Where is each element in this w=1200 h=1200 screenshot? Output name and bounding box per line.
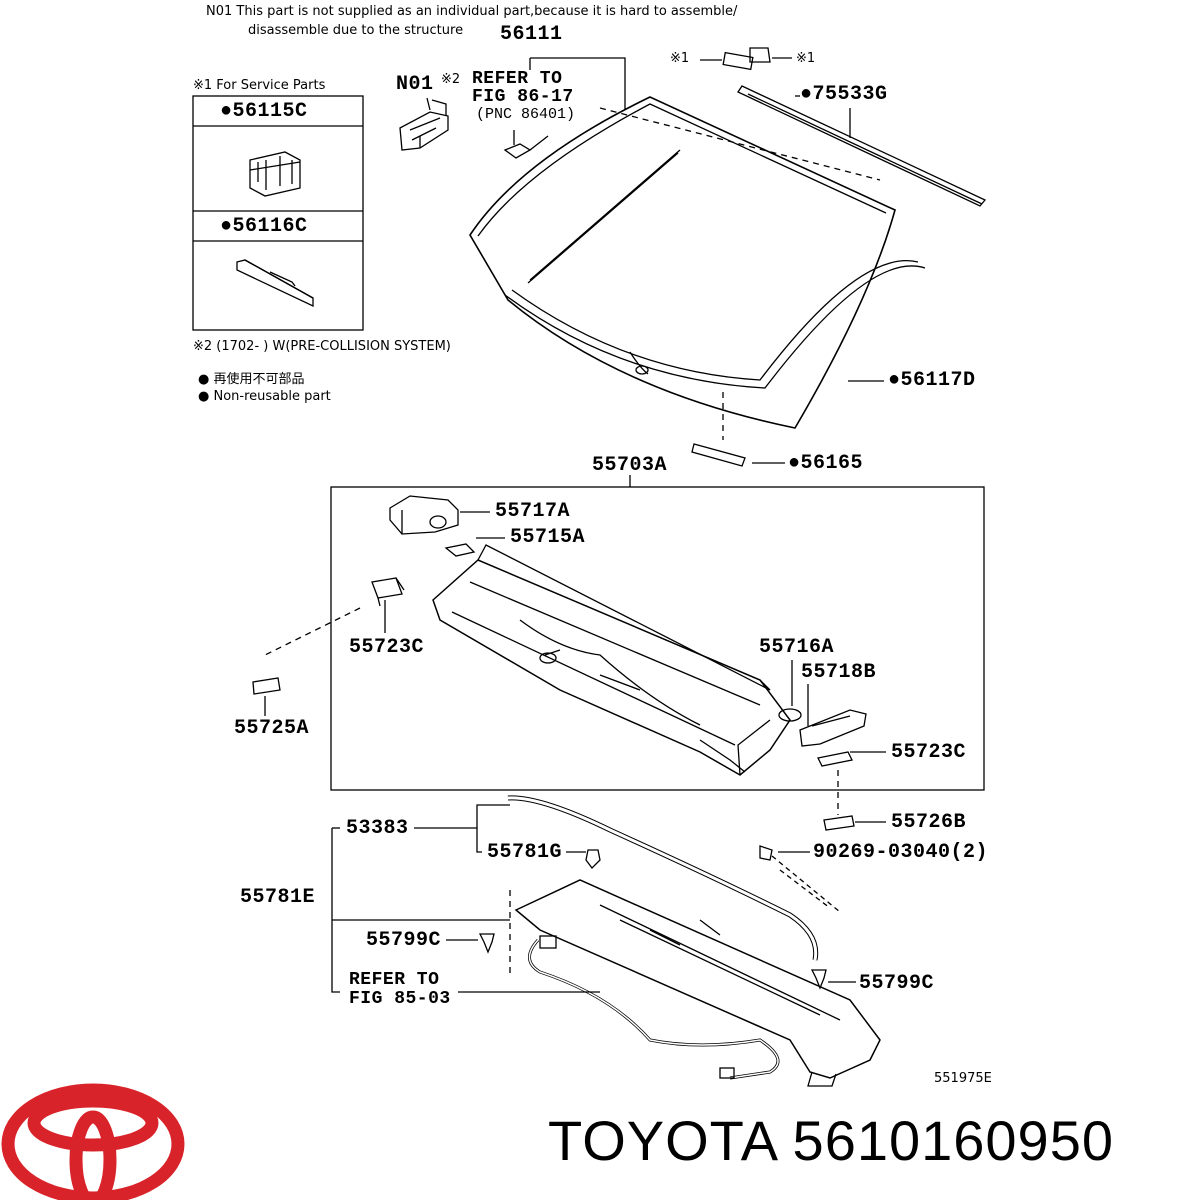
label-90269: 90269-03040(2) [813, 841, 989, 864]
clip-56115c-illustration [249, 151, 301, 197]
label-55781g: 55781G [487, 841, 563, 864]
cowl-lower-panel [514, 879, 881, 1087]
bracket-n01-illustration [399, 99, 449, 151]
molding-75533g [737, 85, 987, 207]
bracket-55718b [799, 709, 867, 747]
wiper-link-harness [528, 935, 780, 1080]
label-n01: N01 [396, 73, 434, 96]
clip-55799c-right [810, 969, 827, 990]
label-55725a: 55725A [234, 717, 310, 740]
part-number: 5610160950 [792, 1109, 1114, 1172]
label-55726b: 55726B [891, 811, 967, 834]
label-75533g: ●75533G [800, 83, 888, 106]
label-55703a: 55703A [592, 454, 668, 477]
label-55781e: 55781E [240, 886, 316, 909]
footer-brand-line: TOYOTA 5610160950 [548, 1108, 1114, 1173]
pad-55726b [823, 815, 855, 831]
legend-non-reusable: ● Non-reusable part [198, 389, 331, 404]
label-55718b: 55718B [801, 661, 877, 684]
pad-55725a [252, 677, 281, 695]
sensor-86401-illustration [503, 135, 549, 159]
brand-name: TOYOTA [548, 1109, 776, 1172]
clip-55781g [585, 849, 601, 869]
label-55799c-right: 55799C [859, 972, 935, 995]
label-56117d: ●56117D [888, 369, 976, 392]
service-part-56115c: ●56115C [220, 100, 308, 123]
windshield-glass [469, 96, 926, 429]
note-n01-line1: N01 This part is not supplied as an indi… [206, 4, 738, 19]
mark-x2: ※2 [441, 72, 461, 87]
label-55716a: 55716A [759, 636, 835, 659]
label-55799c-left: 55799C [366, 929, 442, 952]
legend-japanese: ● 再使用不可部品 [198, 372, 305, 387]
label-56111: 56111 [500, 23, 563, 46]
note-n01-line2: disassemble due to the structure [248, 23, 464, 38]
bracket-55717a [389, 495, 459, 535]
cowl-assembly-box [330, 486, 985, 791]
refer-86-line1: REFER TO [472, 69, 563, 89]
seal-55715a [444, 543, 476, 557]
refer-86-line2: FIG 86-17 [472, 87, 574, 107]
service-part-56116c: ●56116C [220, 215, 308, 238]
seal-55716a [778, 708, 802, 722]
spacer-56165 [691, 443, 746, 467]
pad-55723c-right [817, 751, 853, 767]
label-55717a: 55717A [495, 500, 571, 523]
service-parts-header: ※1 For Service Parts [193, 78, 326, 93]
refer-86-line3: (PNC 86401) [476, 106, 576, 123]
refer-85-line1: REFER TO [349, 970, 440, 990]
service-parts-box [192, 95, 364, 331]
pad-55723c-left [371, 577, 405, 607]
cowl-seal-53383 [507, 795, 819, 961]
clip-55799c-left [478, 933, 495, 954]
note-pre-collision: ※2 (1702- ) W(PRE-COLLISION SYSTEM) [193, 339, 451, 354]
refer-85-line2: FIG 85-03 [349, 989, 451, 1009]
cowl-top-panel [432, 544, 791, 776]
toyota-logo [1, 1083, 185, 1200]
bolt-90269 [759, 845, 841, 913]
mark-x1-left: ※1 [670, 51, 690, 66]
label-55715a: 55715A [510, 526, 586, 549]
clip-part [722, 51, 754, 71]
diagram-reference-code: 551975E [934, 1071, 992, 1086]
label-55723c-right: 55723C [891, 741, 967, 764]
pad-56116c-illustration [236, 259, 314, 308]
label-56165: ●56165 [788, 452, 864, 475]
label-53383: 53383 [346, 817, 409, 840]
label-55723c-left: 55723C [349, 636, 425, 659]
mark-x1-right: ※1 [796, 51, 816, 66]
